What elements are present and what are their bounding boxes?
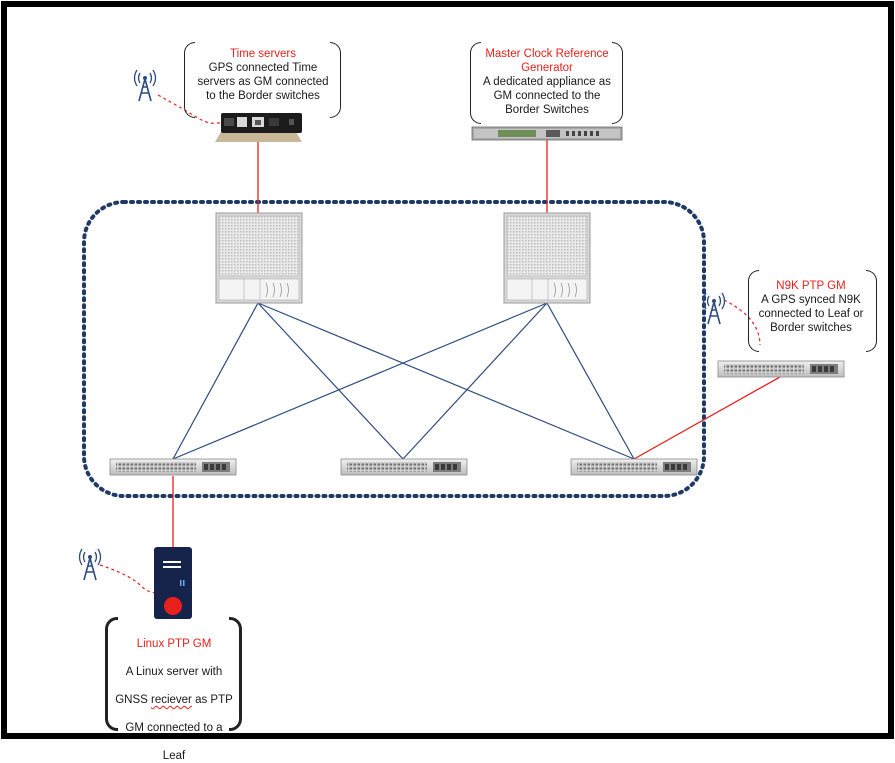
callout-body: A dedicated appliance as GM connected to… bbox=[483, 76, 611, 116]
gps-feeds bbox=[99, 94, 761, 594]
leaf-switch-right bbox=[570, 458, 698, 476]
callout-body: GPS connected Time servers as GM connect… bbox=[197, 62, 329, 102]
callout-title: N9K PTP GM bbox=[776, 280, 846, 292]
fabric-links bbox=[172, 302, 635, 460]
gps-antenna-icon bbox=[702, 292, 726, 325]
callout-body: A GPS synced N9K connected to Leaf or Bo… bbox=[758, 294, 864, 334]
callout-linux: Linux PTP GM A Linux server with GNSS re… bbox=[112, 637, 236, 763]
gps-antenna-icon bbox=[78, 548, 102, 581]
callout-time-servers: Time servers GPS connected Time servers … bbox=[190, 47, 336, 103]
callout-line: A Linux server with bbox=[125, 666, 223, 678]
misspelled-word: reciever bbox=[150, 694, 192, 706]
gps-antenna-icon bbox=[133, 69, 157, 102]
time-server-appliance-icon bbox=[215, 113, 302, 142]
n9k-switch-icon bbox=[717, 360, 845, 378]
callout-title: Time servers bbox=[229, 48, 297, 60]
callout-line: GM connected to a bbox=[125, 722, 223, 734]
tower-server-icon bbox=[154, 547, 192, 619]
callout-bracket-left bbox=[105, 617, 118, 731]
callout-bracket-right bbox=[229, 617, 242, 731]
outer-frame bbox=[1, 1, 894, 739]
leaf-switch-left bbox=[109, 458, 237, 476]
callout-line: GNSS bbox=[115, 694, 151, 706]
leaf-switch-middle bbox=[340, 458, 468, 476]
grandmaster-links bbox=[172, 139, 781, 547]
callout-master-clock: Master Clock Reference Generator A dedic… bbox=[472, 47, 622, 117]
callout-title: Master Clock Reference Generator bbox=[485, 48, 609, 74]
border-switch-right bbox=[503, 212, 591, 304]
callout-line: as PTP bbox=[191, 694, 233, 706]
callout-n9k: N9K PTP GM A GPS synced N9K connected to… bbox=[752, 279, 870, 335]
rack-clock-appliance-icon bbox=[471, 126, 623, 141]
callout-line: Leaf bbox=[162, 750, 186, 762]
fabric-boundary bbox=[82, 200, 706, 498]
callout-title: Linux PTP GM bbox=[136, 638, 212, 650]
diagram-canvas bbox=[1, 1, 894, 739]
border-switch-left bbox=[215, 212, 303, 304]
callout-body: A Linux server with GNSS reciever as PTP… bbox=[112, 651, 236, 763]
